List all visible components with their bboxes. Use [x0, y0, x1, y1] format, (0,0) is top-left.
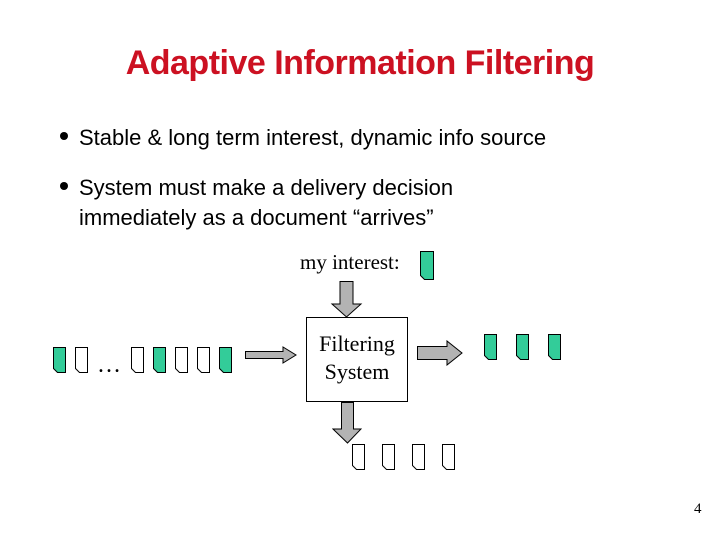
- discard-arrow-down-icon: [332, 402, 362, 444]
- bullet-icon: [60, 182, 68, 190]
- bullet-line: immediately as a document “arrives”: [79, 205, 434, 230]
- document-icon: [131, 347, 144, 373]
- bullet-item: System must make a delivery decision imm…: [60, 173, 453, 233]
- bullet-line: Stable & long term interest, dynamic inf…: [79, 125, 547, 150]
- document-icon-relevant: [548, 334, 561, 360]
- input-arrow-right-icon: [245, 346, 297, 364]
- document-icon: [75, 347, 88, 373]
- document-icon-relevant: [516, 334, 529, 360]
- page-number: 4: [694, 501, 702, 517]
- interest-label: my interest:: [300, 250, 400, 274]
- interest-document-icon: [420, 251, 434, 280]
- slide-title: Adaptive Information Filtering: [125, 44, 595, 82]
- document-icon: [442, 444, 455, 470]
- delivered-doc-row: [484, 334, 561, 360]
- bullet-line: System must make a delivery decision: [79, 175, 454, 200]
- document-icon-relevant: [153, 347, 166, 373]
- document-icon-relevant: [53, 347, 66, 373]
- filter-box-line: Filtering: [319, 331, 395, 356]
- document-icon: [352, 444, 365, 470]
- document-icon-relevant: [484, 334, 497, 360]
- ellipsis-text: …: [97, 352, 122, 378]
- document-icon: [197, 347, 210, 373]
- incoming-doc-stream: …: [53, 347, 232, 378]
- document-icon: [382, 444, 395, 470]
- bullet-item: Stable & long term interest, dynamic inf…: [60, 123, 546, 153]
- discarded-doc-row: [352, 444, 455, 470]
- filter-box-line: System: [324, 359, 390, 384]
- output-arrow-right-icon: [417, 340, 463, 366]
- bullet-icon: [60, 132, 68, 140]
- document-icon-relevant: [219, 347, 232, 373]
- filtering-system-box: Filtering System: [306, 317, 408, 402]
- document-icon: [175, 347, 188, 373]
- interest-arrow-down-icon: [330, 281, 363, 318]
- document-icon: [412, 444, 425, 470]
